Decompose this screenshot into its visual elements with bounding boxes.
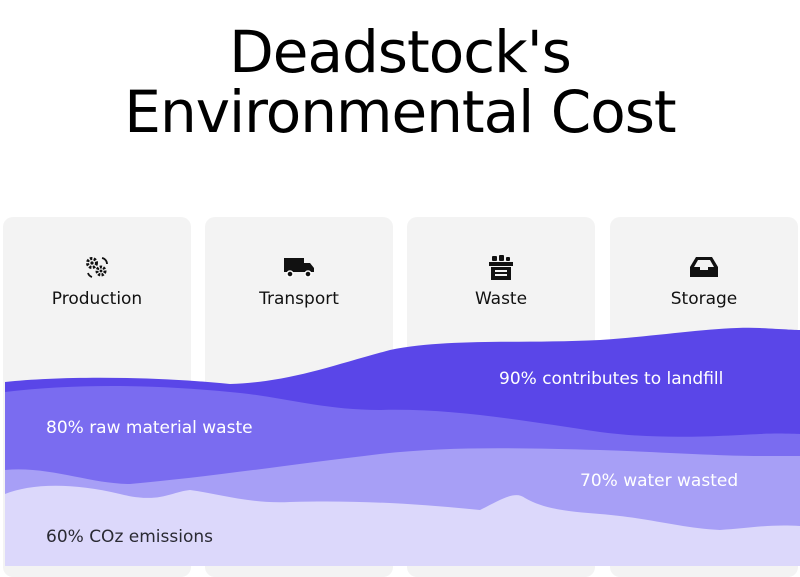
water-text: 70% water wasted	[580, 471, 739, 491]
waste-label: Waste	[474, 289, 528, 309]
transport-label: Transport	[259, 289, 339, 309]
trash-bin-icon	[407, 255, 595, 281]
emissions-text: 60% COz emissions	[46, 527, 213, 547]
title-line-2: Environmental Cost	[124, 78, 676, 146]
page-title: Deadstock's Environmental Cost	[0, 22, 800, 142]
inbox-tray-icon	[610, 255, 798, 279]
gears-icon	[3, 255, 191, 279]
emissions-wave	[5, 485, 800, 566]
production-label: Production	[51, 289, 143, 309]
storage-label: Storage	[670, 289, 738, 309]
landfill-text: 90% contributes to landfill	[499, 369, 724, 389]
raw-material-text: 80% raw material waste	[46, 418, 253, 438]
title-line-1: Deadstock's	[229, 18, 572, 86]
truck-icon	[205, 255, 393, 279]
